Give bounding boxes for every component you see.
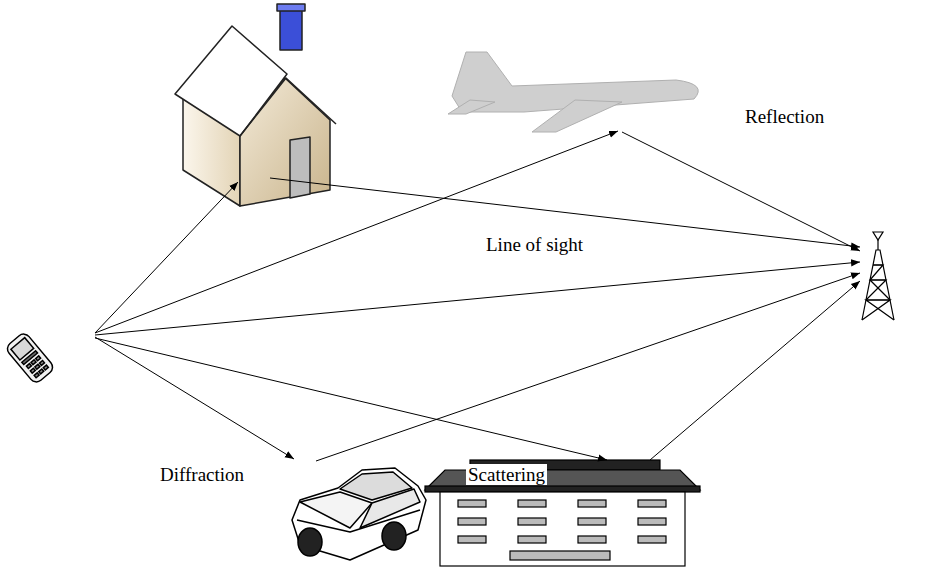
- building-window: [638, 536, 666, 543]
- ray-arrow: [316, 273, 860, 461]
- car-icon: [292, 468, 426, 560]
- ray-arrow: [95, 262, 860, 335]
- ray-arrow: [95, 337, 294, 459]
- building-window: [458, 518, 486, 525]
- building-window: [518, 500, 546, 507]
- propagation-label: Reflection: [743, 106, 826, 127]
- phone-icon: [5, 331, 56, 384]
- ray-arrows: [95, 131, 860, 461]
- airplane-icon: [448, 52, 698, 132]
- label-slot: Line of sight: [484, 234, 585, 256]
- building-window: [638, 500, 666, 507]
- propagation-label: Line of sight: [484, 234, 585, 255]
- propagation-label: Scattering: [466, 464, 547, 485]
- building-window: [518, 518, 546, 525]
- building-window: [458, 536, 486, 543]
- propagation-label: Diffraction: [158, 464, 246, 485]
- label-slot: Scattering: [466, 464, 547, 486]
- label-slot: Diffraction: [158, 464, 246, 486]
- ray-arrow: [95, 182, 238, 333]
- building-icon: [425, 460, 700, 566]
- house-icon: [175, 4, 336, 206]
- building-window: [578, 518, 606, 525]
- building-window: [638, 518, 666, 525]
- ray-arrow: [95, 131, 618, 333]
- tower-icon: [862, 232, 894, 320]
- building-window: [518, 536, 546, 543]
- ray-arrow: [95, 338, 607, 460]
- ray-arrow: [650, 281, 860, 460]
- label-slot: Reflection: [743, 106, 826, 128]
- ray-arrow: [622, 132, 860, 251]
- building-window: [458, 500, 486, 507]
- building-window: [578, 500, 606, 507]
- building-window: [578, 536, 606, 543]
